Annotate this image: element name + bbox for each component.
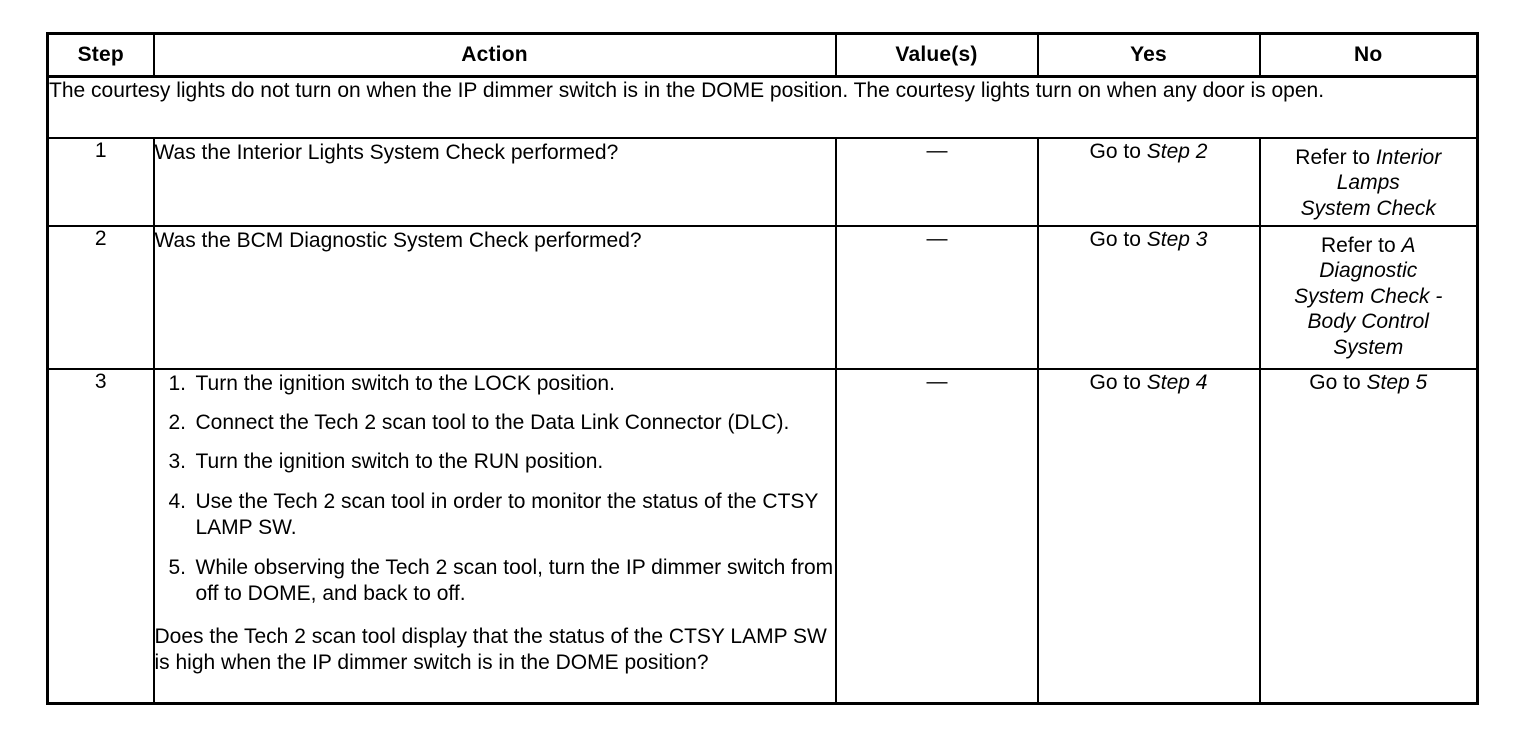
step-no-result: Go to Step 5 — [1258, 367, 1479, 705]
no-prefix: Refer to — [1295, 145, 1376, 169]
value-dash: — — [926, 226, 948, 250]
yes-target[interactable]: Step 2 — [1146, 139, 1208, 163]
no-target-line[interactable]: System — [1333, 335, 1404, 359]
list-item-text: While observing the Tech 2 scan tool, tu… — [195, 555, 834, 606]
list-item-number: 3. — [168, 450, 187, 474]
step-value: — — [834, 136, 1039, 227]
yes-prefix: Go to — [1089, 139, 1147, 163]
no-prefix: Go to — [1309, 370, 1367, 394]
procedure-description: The courtesy lights do not turn on when … — [46, 75, 1479, 139]
step-value: — — [834, 367, 1039, 705]
step-action: Was the BCM Diagnostic System Check perf… — [152, 224, 837, 370]
diagnostic-table-container: Step Action Value(s) Yes No The courtesy… — [46, 32, 1479, 705]
column-header-values: Value(s) — [834, 32, 1039, 78]
column-header-action: Action — [152, 32, 837, 78]
yes-target[interactable]: Step 3 — [1146, 227, 1208, 251]
diagnostic-procedure-table: Step Action Value(s) Yes No The courtesy… — [46, 32, 1479, 705]
table-header-row: Step Action Value(s) Yes No — [46, 32, 1479, 78]
no-prefix: Refer to — [1320, 233, 1402, 257]
list-item: 5. While observing the Tech 2 scan tool, … — [155, 555, 835, 608]
table-row: 3 1. Turn the ignition switch to the LOCK… — [46, 367, 1479, 705]
step-yes-result: Go to Step 2 — [1036, 136, 1261, 227]
yes-prefix: Go to — [1089, 227, 1147, 251]
yes-target[interactable]: Step 4 — [1146, 370, 1208, 394]
yes-prefix: Go to — [1089, 370, 1147, 394]
value-dash: — — [926, 369, 948, 393]
no-target-line[interactable]: System Check — [1300, 196, 1436, 220]
column-header-yes: Yes — [1036, 32, 1261, 78]
list-item-number: 2. — [168, 410, 187, 434]
list-item: 2. Connect the Tech 2 scan tool to the Da… — [155, 410, 835, 436]
value-dash: — — [926, 138, 948, 162]
step-number: 2 — [46, 224, 155, 370]
table-row: 1 Was the Interior Lights System Check p… — [46, 136, 1479, 227]
list-item: 1. Turn the ignition switch to the LOCK p… — [155, 371, 835, 397]
no-target-line[interactable]: Diagnostic — [1319, 259, 1418, 283]
action-question: Was the BCM Diagnostic System Check perf… — [154, 228, 642, 252]
step-action: Was the Interior Lights System Check per… — [152, 136, 837, 227]
list-item-text: Turn the ignition switch to the LOCK pos… — [195, 371, 615, 395]
action-step-list: 1. Turn the ignition switch to the LOCK p… — [155, 371, 835, 608]
step-yes-result: Go to Step 3 — [1036, 224, 1261, 370]
list-item-number: 1. — [168, 371, 187, 395]
step-action: 1. Turn the ignition switch to the LOCK p… — [152, 367, 837, 705]
column-header-no: No — [1258, 32, 1479, 78]
no-target-line[interactable]: Interior — [1375, 145, 1442, 169]
no-target-line[interactable]: A — [1401, 233, 1416, 257]
list-item-text: Use the Tech 2 scan tool in order to mon… — [195, 489, 819, 540]
table-row: 2 Was the BCM Diagnostic System Check pe… — [46, 224, 1479, 370]
no-target-line[interactable]: Step 5 — [1366, 370, 1428, 394]
description-row: The courtesy lights do not turn on when … — [46, 75, 1479, 139]
step-yes-result: Go to Step 4 — [1036, 367, 1261, 705]
action-question: Does the Tech 2 scan tool display that t… — [154, 624, 827, 675]
list-item-number: 5. — [168, 555, 187, 579]
list-item-text: Connect the Tech 2 scan tool to the Data… — [195, 410, 790, 434]
list-item: 4. Use the Tech 2 scan tool in order to m… — [155, 489, 835, 542]
list-item-text: Turn the ignition switch to the RUN posi… — [195, 450, 604, 474]
action-question: Was the Interior Lights System Check per… — [154, 140, 619, 164]
step-number: 1 — [46, 136, 155, 227]
step-value: — — [834, 224, 1039, 370]
list-item-number: 4. — [168, 489, 187, 513]
column-header-step: Step — [46, 32, 155, 78]
step-number: 3 — [46, 367, 155, 705]
no-target-line[interactable]: Body Control — [1307, 310, 1429, 334]
no-target-line[interactable]: System Check - — [1294, 284, 1443, 308]
list-item: 3. Turn the ignition switch to the RUN po… — [155, 449, 835, 475]
no-target-line[interactable]: Lamps — [1336, 171, 1400, 195]
